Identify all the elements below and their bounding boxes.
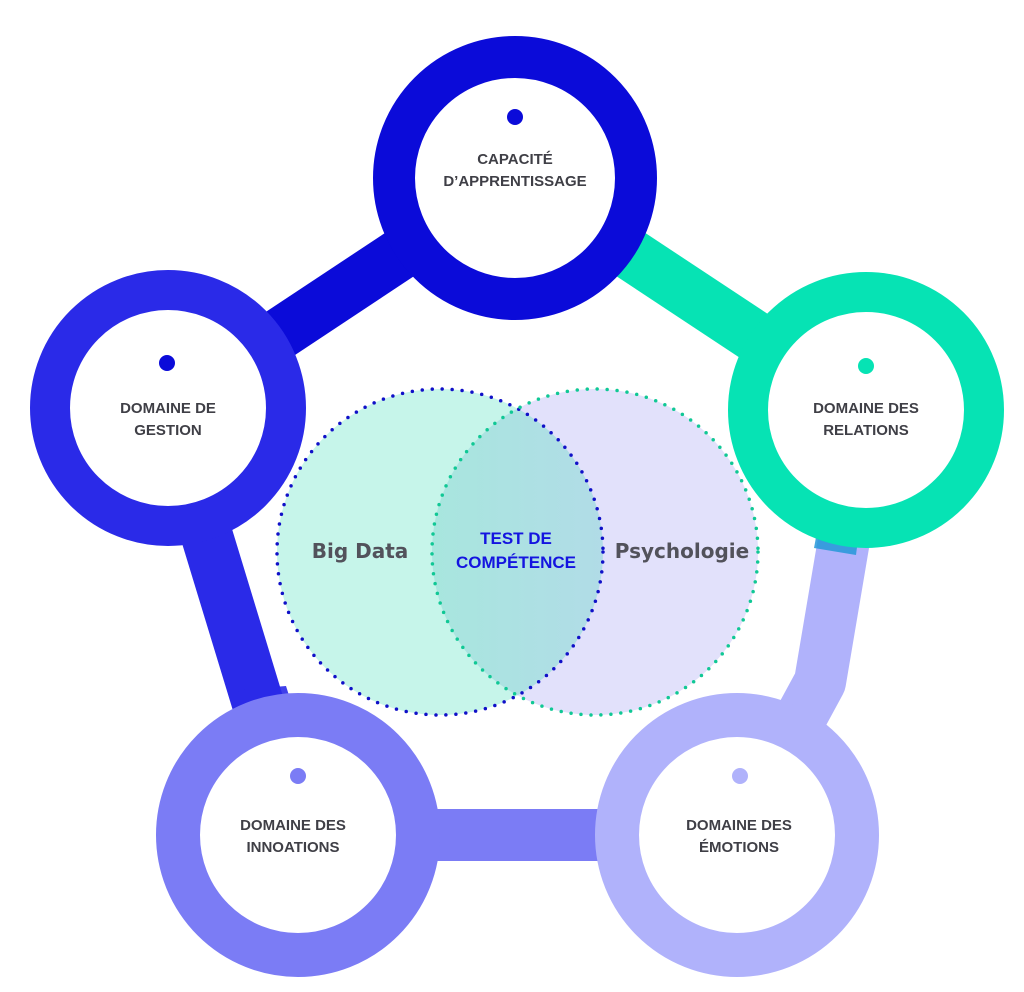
node-dot [290, 768, 306, 784]
node-label-line1: DOMAINE DES [813, 400, 919, 417]
node-ring [30, 270, 306, 546]
node-ring [595, 693, 879, 977]
node-label-line2: RELATIONS [823, 422, 909, 439]
node-label-line1: DOMAINE DE [120, 400, 216, 417]
node-dot [507, 109, 523, 125]
venn-center-line2: COMPÉTENCE [456, 553, 576, 572]
node-label-line2: GESTION [134, 422, 202, 439]
node-dot [159, 355, 175, 371]
node-dot [858, 358, 874, 374]
venn-label-left: Big Data [312, 539, 409, 563]
node-gestion: DOMAINE DE GESTION [30, 270, 306, 546]
venn-center-line1: TEST DE [480, 529, 552, 548]
node-innovations: DOMAINE DES INNOATIONS [156, 693, 440, 977]
node-emotions: DOMAINE DES ÉMOTIONS [595, 693, 879, 977]
node-label-line2: INNOATIONS [246, 839, 339, 856]
node-ring [728, 272, 1004, 548]
node-label-line2: D’APPRENTISSAGE [443, 173, 586, 190]
venn-outline-big-data [275, 387, 605, 717]
node-capacite: CAPACITÉ D’APPRENTISSAGE [373, 36, 657, 320]
node-label-line1: DOMAINE DES [240, 817, 346, 834]
node-dot [732, 768, 748, 784]
node-relations: DOMAINE DES RELATIONS [728, 272, 1004, 548]
node-ring [156, 693, 440, 977]
node-ring [373, 36, 657, 320]
venn-label-right: Psychologie [615, 539, 749, 563]
node-label-line1: DOMAINE DES [686, 817, 792, 834]
node-label-line2: ÉMOTIONS [699, 839, 779, 856]
venn-overlap [432, 389, 603, 715]
node-label-line1: CAPACITÉ [477, 151, 553, 168]
venn: Big Data Psychologie TEST DE COMPÉTENCE [275, 387, 760, 717]
venn-outline-psychologie [430, 387, 760, 717]
